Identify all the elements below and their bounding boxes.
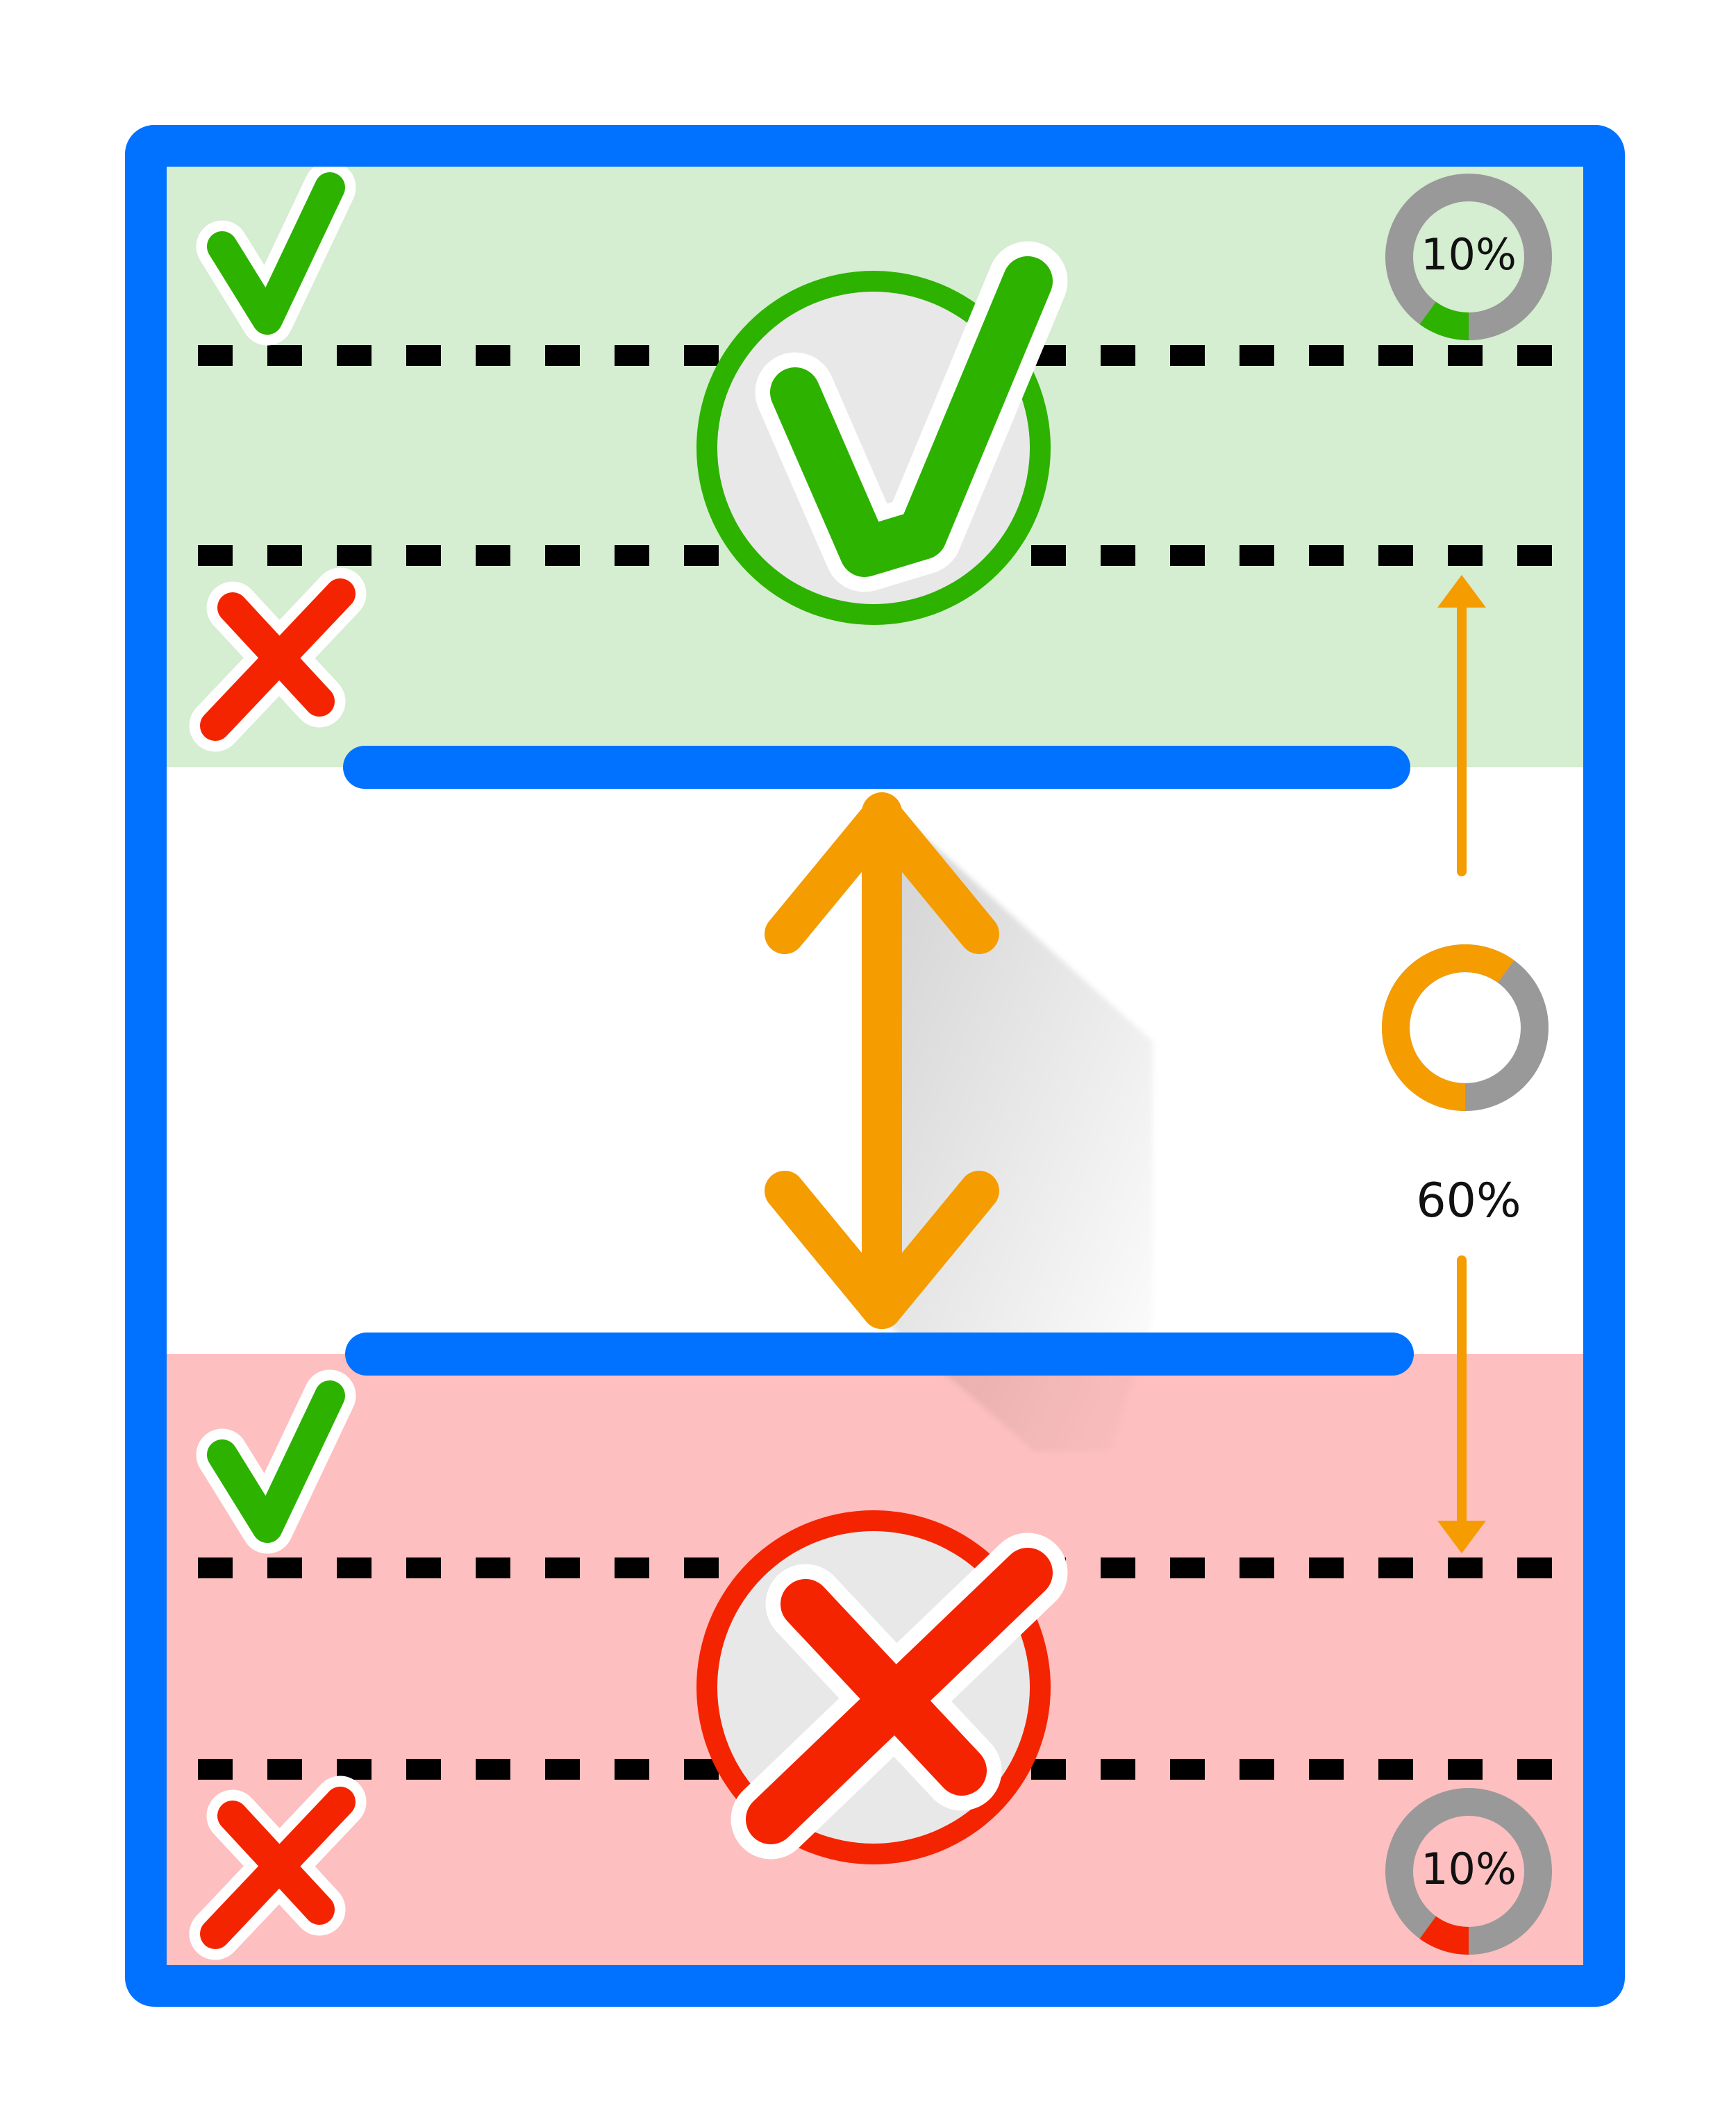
cross-circle-icon: [696, 1510, 1068, 1864]
bottom-gauge: 10%: [1385, 1788, 1552, 1955]
check-icon: [196, 161, 356, 346]
top-gauge-label: 10%: [1421, 229, 1517, 280]
top-gauge: 10%: [1385, 174, 1552, 340]
arrow-shadow: [882, 799, 1153, 1451]
bottom-gauge-fill: [1419, 1916, 1469, 1955]
side-arrow-up: [1437, 575, 1486, 876]
middle-gauge-label: 60%: [1416, 1174, 1521, 1228]
bottom-gauge-label: 10%: [1421, 1844, 1517, 1894]
check-icon: [196, 1369, 356, 1554]
outer-frame: [125, 125, 1625, 2007]
cross-icon: [189, 567, 367, 752]
top-gauge-fill: [1419, 301, 1469, 340]
dashed-lines: [198, 345, 1555, 1780]
check-circle-icon: [696, 241, 1068, 625]
middle-gauge-fill: [1382, 944, 1514, 1111]
side-arrow-down: [1437, 1255, 1486, 1553]
middle-gauge: 60%: [1382, 944, 1549, 1228]
double-arrow-icon: [765, 792, 999, 1329]
cross-icon: [189, 1776, 367, 1960]
